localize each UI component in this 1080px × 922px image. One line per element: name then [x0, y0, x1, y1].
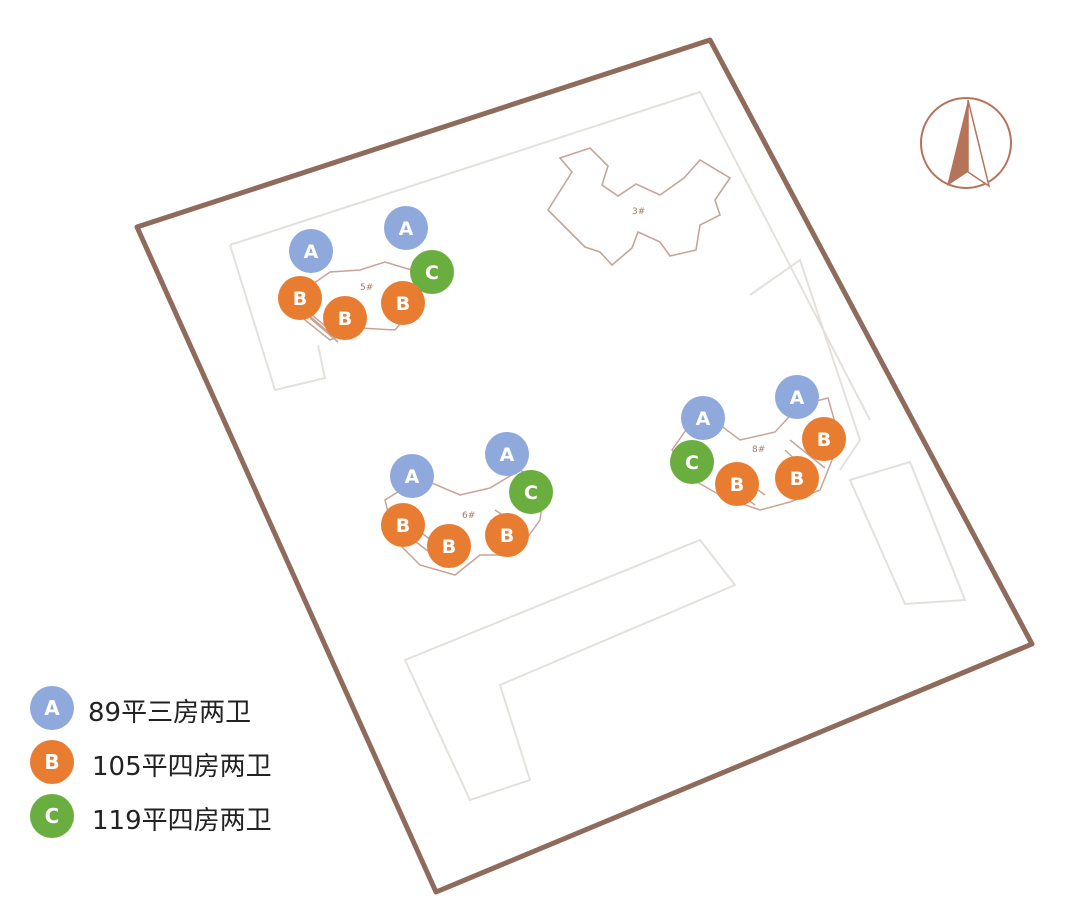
legend-swatch-b: B: [30, 740, 74, 784]
internal-roads: [229, 90, 967, 802]
legend-swatch-a: A: [30, 686, 74, 730]
building-cluster-6: [384, 469, 546, 576]
unit-marker-b: B: [427, 524, 471, 568]
unit-marker-a: A: [384, 206, 428, 250]
svg-text:B: B: [500, 525, 514, 547]
svg-text:B: B: [293, 288, 307, 310]
unit-marker-b: B: [381, 281, 425, 325]
unit-marker-b: B: [278, 276, 322, 320]
svg-text:A: A: [696, 408, 711, 430]
building-label-3: 3#: [632, 207, 645, 217]
unit-marker-c: C: [670, 440, 714, 484]
unit-marker-c: C: [509, 470, 553, 514]
building-label-6: 6#: [462, 511, 475, 521]
svg-text:B: B: [817, 429, 831, 451]
svg-text:C: C: [524, 482, 538, 504]
building-label-5: 5#: [360, 283, 373, 293]
svg-text:B: B: [396, 293, 410, 315]
svg-text:A: A: [790, 387, 805, 409]
svg-text:C: C: [685, 452, 699, 474]
svg-text:B: B: [396, 515, 410, 537]
unit-marker-c: C: [410, 250, 454, 294]
north-arrow-icon: [920, 97, 1012, 189]
unit-marker-b: B: [381, 503, 425, 547]
building-outline-ne: [546, 147, 732, 267]
unit-marker-a: A: [390, 454, 434, 498]
unit-marker-a: A: [289, 229, 333, 273]
svg-text:A: A: [304, 241, 319, 263]
building-label-8: 8#: [752, 445, 765, 455]
svg-text:C: C: [425, 262, 439, 284]
unit-marker-b: B: [802, 417, 846, 461]
unit-marker-b: B: [715, 462, 759, 506]
svg-text:B: B: [790, 468, 804, 490]
svg-text:A: A: [399, 218, 414, 240]
unit-marker-b: B: [775, 456, 819, 500]
unit-marker-b: B: [323, 296, 367, 340]
legend-label-b: 105平四房两卫: [92, 752, 272, 782]
site-boundary: [134, 37, 1035, 895]
svg-text:B: B: [442, 536, 456, 558]
svg-text:B: B: [730, 474, 744, 496]
legend-label-c: 119平四房两卫: [92, 806, 272, 836]
svg-text:A: A: [500, 444, 515, 466]
svg-text:B: B: [338, 308, 352, 330]
unit-marker-a: A: [775, 375, 819, 419]
unit-marker-a: A: [485, 432, 529, 476]
unit-markers: A A C B B B A A C B B B A A C B B B: [278, 206, 846, 568]
unit-marker-a: A: [681, 396, 725, 440]
legend-label-a: 89平三房两卫: [88, 698, 252, 728]
svg-text:A: A: [405, 466, 420, 488]
legend-swatch-c: C: [30, 794, 74, 838]
unit-marker-b: B: [485, 513, 529, 557]
